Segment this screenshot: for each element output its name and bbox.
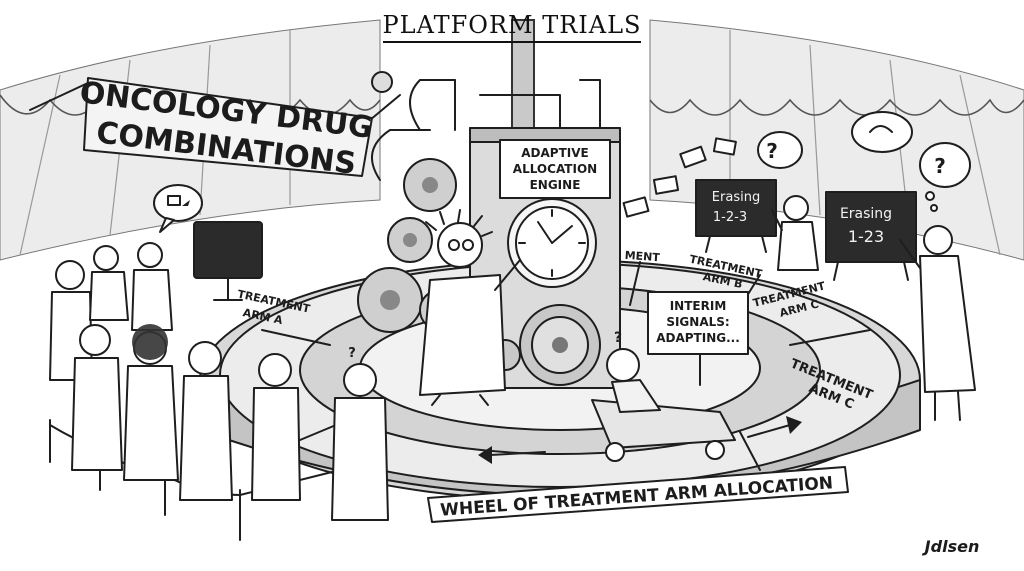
right-board-line-2: 1-23 [848,227,884,246]
cartoon-title: PLATFORM TRIALS [383,11,642,39]
patient-cart [591,348,736,462]
right-board-line-1: Erasing [840,206,892,222]
left-monitor [193,221,263,301]
question-mark-2: ? [934,154,946,178]
left-board-line-1: Erasing [712,190,760,205]
engine-label-line-2: ALLOCATION [513,162,597,176]
engine-machine [357,71,621,389]
right-chalkboard [825,191,917,281]
female-doctor [771,195,819,271]
left-chalkboard [695,179,777,253]
interim-sign-line-2: SIGNALS: [666,315,729,329]
interim-sign-line-3: ADAPTING... [656,331,740,345]
artist-signature: Jdlsen [922,537,980,556]
interim-signal-sign [647,291,749,386]
question-mark-3: ? [614,330,622,346]
patient-queue [49,242,389,541]
nurse-thought-bubble [153,184,203,233]
interim-sign-line-1: INTERIM [670,299,727,313]
male-doctor [899,225,976,421]
engine-label-line-1: ADAPTIVE [521,146,588,160]
flying-papers [622,137,737,218]
question-mark-1: ? [766,139,778,163]
doctor-thought-bubbles [757,111,971,212]
left-board-line-2: 1-2-3 [713,210,747,225]
question-mark-4: ? [348,346,356,361]
engine-label-line-3: ENGINE [530,178,581,192]
arm-partial-label: MENT [624,249,660,264]
engine-scientist [419,209,521,406]
